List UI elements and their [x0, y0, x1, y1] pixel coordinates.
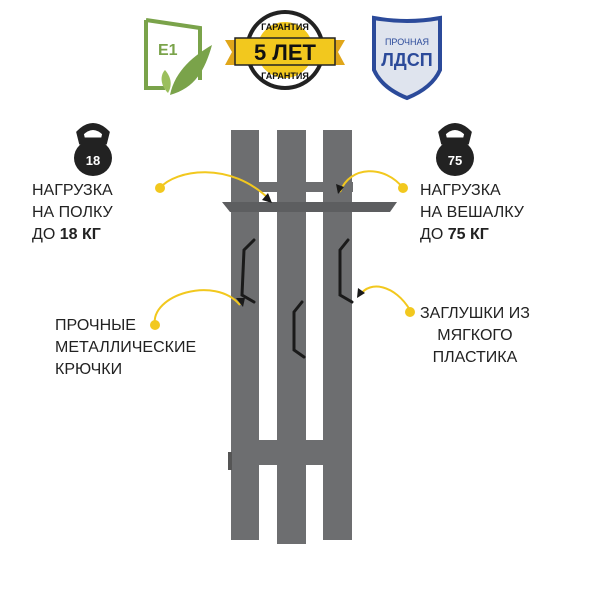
- callout-caps: ЗАГЛУШКИ ИЗ МЯГКОГО ПЛАСТИКА: [420, 303, 530, 369]
- callout-value: 75 КГ: [447, 226, 489, 243]
- callout-text: НА ВЕШАЛКУ: [420, 204, 524, 221]
- weight-left-label: 18: [86, 153, 100, 168]
- callout-text: НАГРУЗКА: [32, 182, 113, 199]
- callout-text: ДО: [32, 226, 60, 243]
- callout-text: КРЮЧКИ: [55, 361, 123, 378]
- e1-badge: E1: [144, 18, 212, 95]
- callout-text: НА ПОЛКУ: [32, 204, 113, 221]
- warranty-years: 5 ЛЕТ: [254, 40, 316, 65]
- warranty-top-text: ГАРАНТИЯ: [261, 22, 309, 32]
- callout-text: ДО: [420, 226, 448, 243]
- warranty-badge: 5 ЛЕТ ГАРАНТИЯ ГАРАНТИЯ: [225, 10, 345, 90]
- ldsp-main-text: ЛДСП: [381, 50, 432, 70]
- callout-hanger-load: НАГРУЗКА НА ВЕШАЛКУ ДО 75 КГ: [420, 180, 524, 246]
- callout-dots: [150, 183, 415, 330]
- callout-shelf-load: НАГРУЗКА НА ПОЛКУ ДО 18 КГ: [32, 180, 113, 246]
- callout-text: МЕТАЛЛИЧЕСКИЕ: [55, 339, 197, 356]
- callout-text: ЗАГЛУШКИ ИЗ: [420, 305, 530, 322]
- callout-text: НАГРУЗКА: [420, 182, 501, 199]
- callout-hooks: ПРОЧНЫЕ МЕТАЛЛИЧЕСКИЕ КРЮЧКИ: [55, 315, 196, 381]
- shelf: [222, 202, 397, 212]
- e1-text: E1: [158, 42, 178, 59]
- callout-text: ПРОЧНЫЕ: [55, 317, 136, 334]
- callout-text: ПЛАСТИКА: [432, 349, 518, 366]
- warranty-bottom-text: ГАРАНТИЯ: [261, 71, 309, 81]
- callout-text: МЯГКОГО: [437, 327, 513, 344]
- wall-hanger: [222, 130, 397, 544]
- ldsp-badge: ПРОЧНАЯ ЛДСП: [372, 15, 442, 101]
- arrow-heads: [236, 184, 365, 307]
- ldsp-top-text: ПРОЧНАЯ: [385, 37, 429, 47]
- kettlebell-icon-right: 75: [436, 123, 474, 176]
- leaf-icon: [170, 45, 212, 95]
- hook-icons: [240, 238, 354, 359]
- weight-right-label: 75: [448, 153, 462, 168]
- callout-lines: [153, 170, 411, 326]
- callout-value: 18 КГ: [59, 226, 101, 243]
- kettlebell-icon-left: 18: [74, 123, 112, 176]
